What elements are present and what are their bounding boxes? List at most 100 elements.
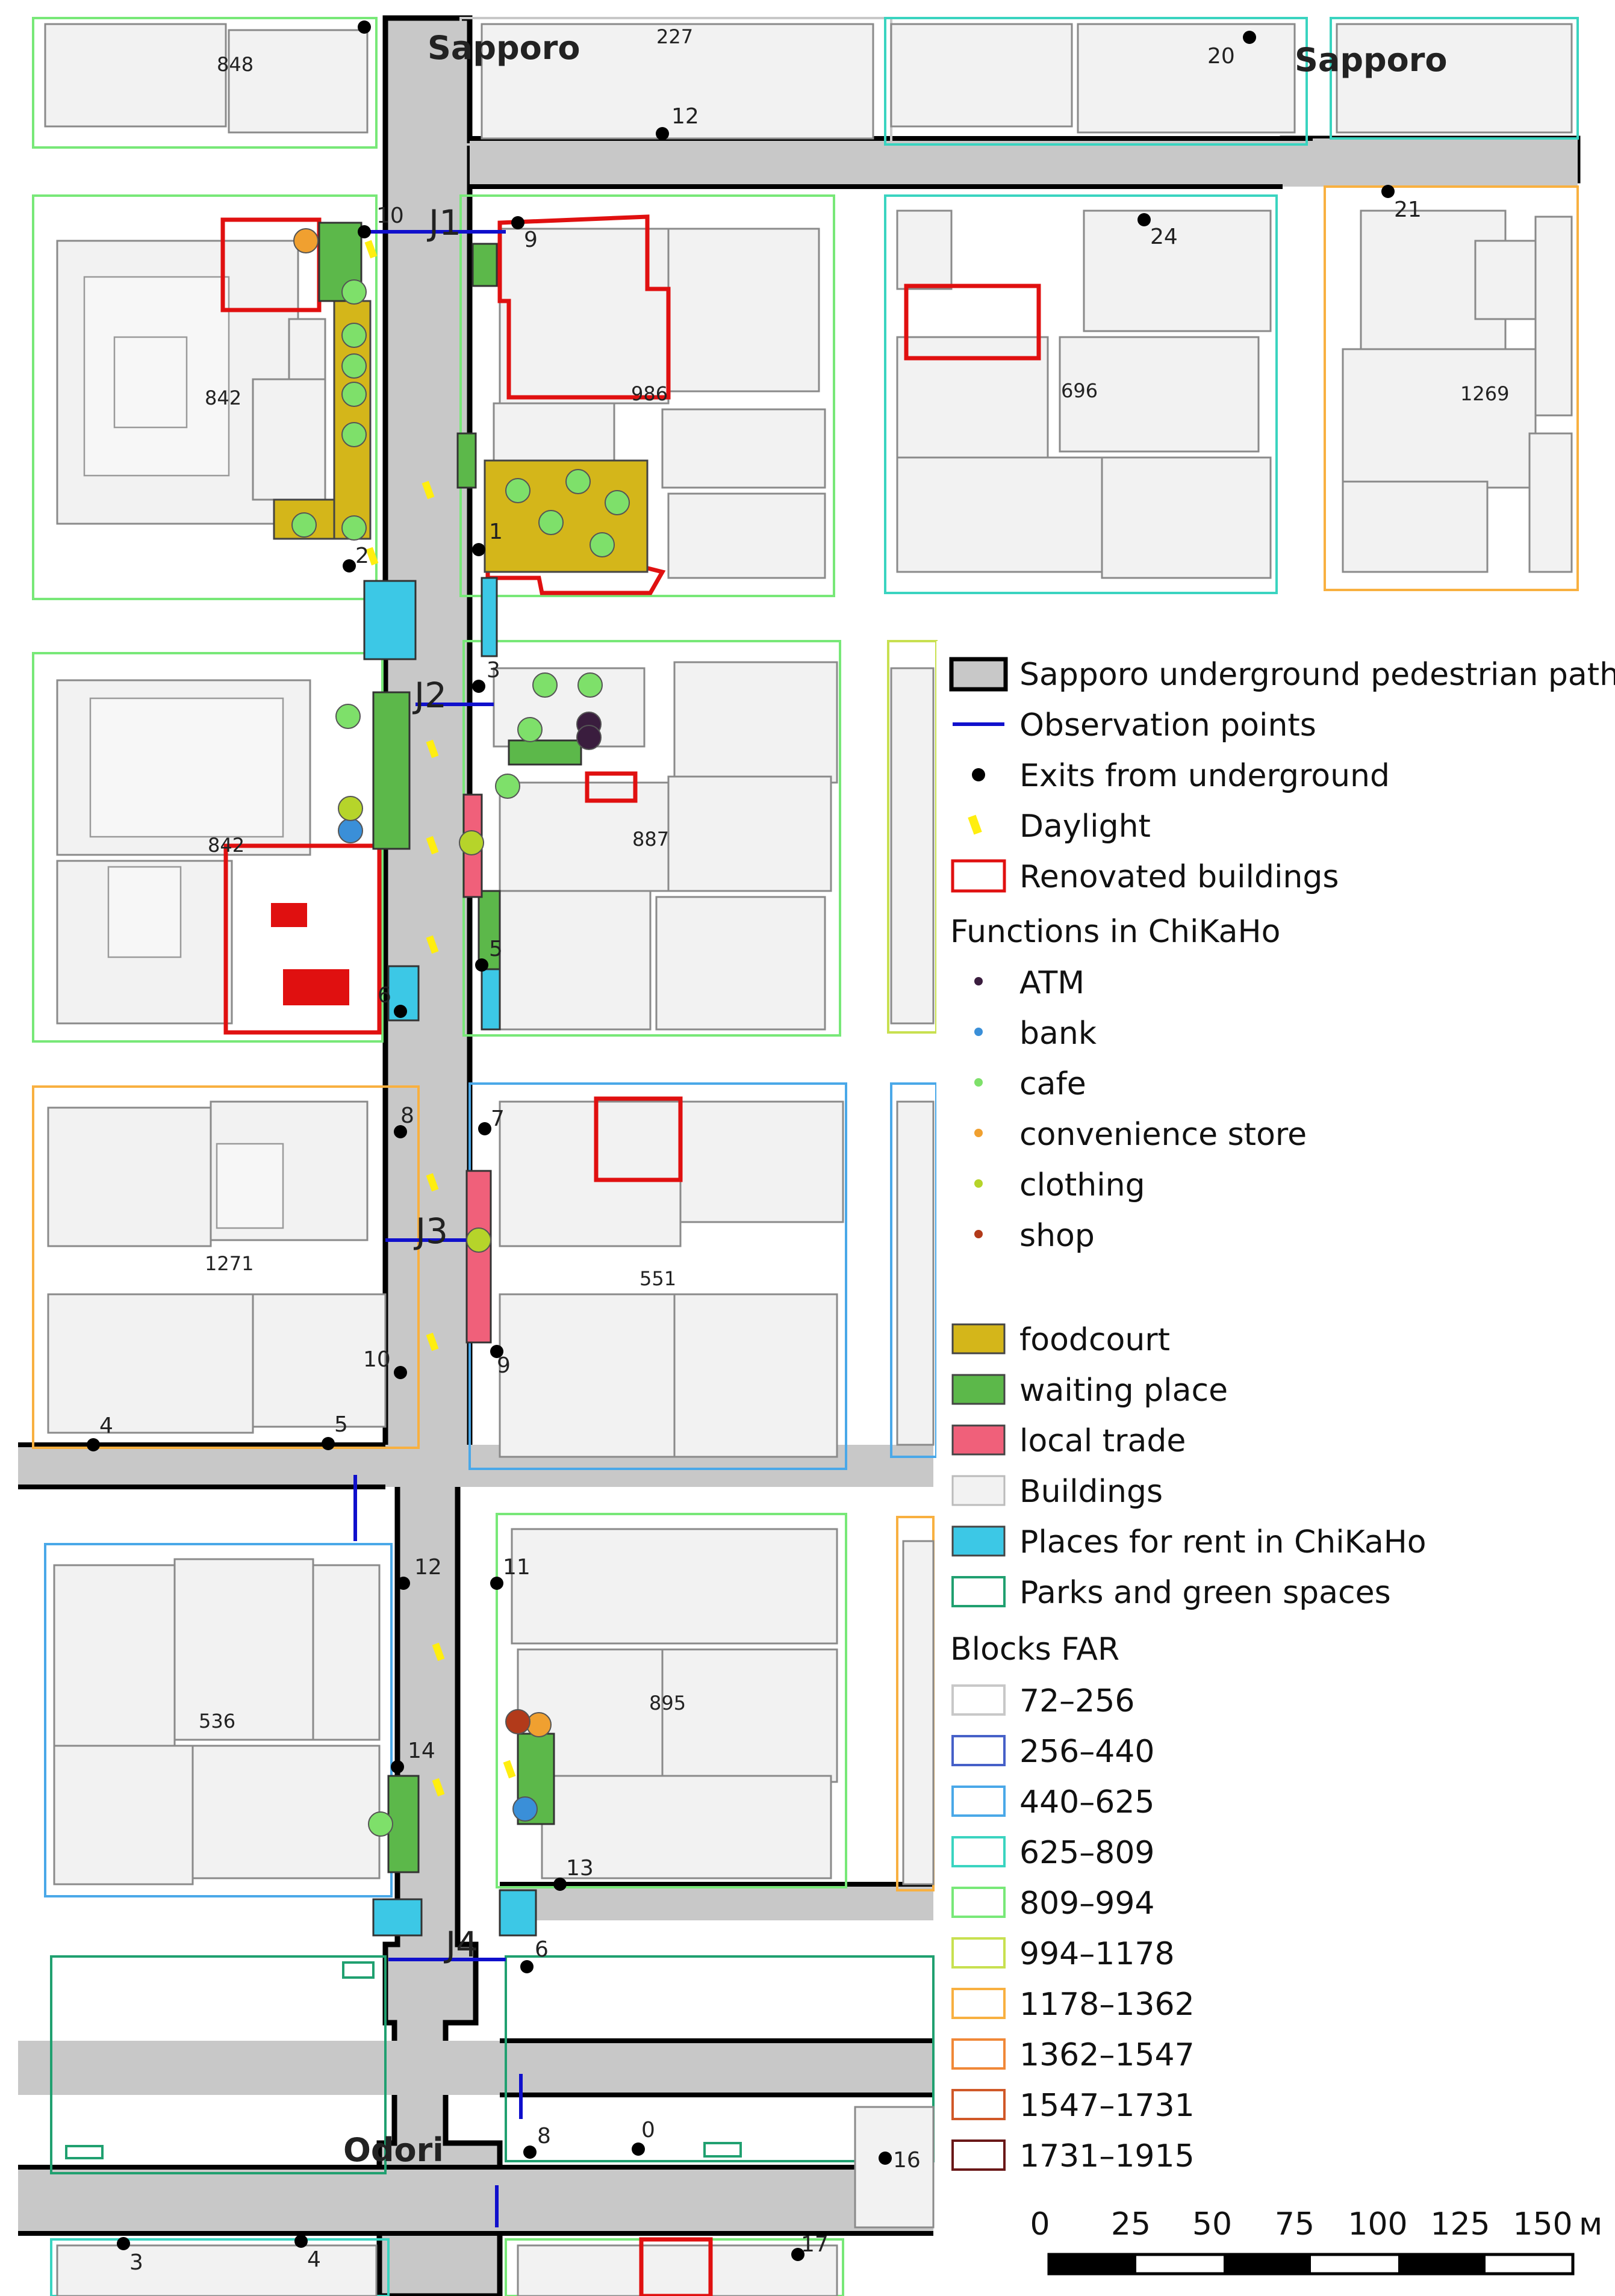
legend-functions-title: Functions in ChiKaHo [950, 914, 1280, 950]
far-label: 696 [1061, 379, 1098, 402]
exit-label: 24 [1150, 225, 1178, 249]
far-label: 842 [205, 386, 241, 409]
legend-swatch-buildings [951, 1475, 1006, 1506]
legend-function-cafe: cafe [1019, 1066, 1086, 1102]
scale-tick-2: 50 [1192, 2206, 1232, 2242]
legend-swatch-cafe [974, 1078, 983, 1087]
exit-label: 8 [400, 1103, 414, 1128]
exit-label: 20 [1207, 44, 1235, 69]
legend-swatch-waiting [951, 1374, 1006, 1405]
legend-swatch-clothing [974, 1179, 983, 1188]
exit-label: 6 [378, 983, 391, 1008]
legend-item-daylight: Daylight [1019, 808, 1151, 845]
exit-label: 13 [566, 1856, 594, 1881]
legend-swatch-far-9 [951, 2139, 1006, 2171]
exit-label: 10 [376, 203, 404, 228]
legend-area-rent: Places for rent in ChiKaHo [1019, 1524, 1427, 1560]
legend-swatch-far-3 [951, 1836, 1006, 1867]
junction-label-j4: J4 [444, 1924, 478, 1965]
legend-far-8: 1547–1731 [1019, 2088, 1195, 2124]
legend-far-6: 1178–1362 [1019, 1987, 1195, 2023]
far-labels: 848 227 842 986 696 1269 842 887 1271 55… [199, 25, 1509, 1733]
exit-label: 21 [1394, 197, 1422, 222]
exit-label: 12 [414, 1555, 442, 1580]
scale-bar: 0 25 50 75 100 125 150 м [1030, 2206, 1602, 2276]
exit-labels: 10 9 2 1 3 6 5 8 7 10 9 4 5 12 11 14 13 … [99, 44, 1422, 2275]
far-label: 551 [639, 1267, 676, 1290]
far-label: 227 [656, 25, 693, 48]
exit-label: 9 [524, 228, 538, 252]
far-label: 536 [199, 1710, 235, 1733]
legend-function-clothing: clothing [1019, 1167, 1145, 1203]
legend-swatch-local-trade [951, 1424, 1006, 1456]
legend: Sapporo underground pedestrian path Obse… [936, 641, 1615, 2296]
legend-area-foodcourt: foodcourt [1019, 1322, 1170, 1358]
scale-tick-4: 100 [1348, 2206, 1407, 2242]
legend-function-atm: ATM [1019, 965, 1084, 1001]
scale-tick-1: 25 [1111, 2206, 1151, 2242]
legend-swatch-foodcourt [951, 1323, 1006, 1354]
legend-item-observation: Observation points [1019, 707, 1316, 743]
exit-label: 12 [671, 104, 699, 129]
junction-label-j2: J2 [412, 675, 447, 716]
far-label: 986 [631, 382, 668, 405]
exit-label: 6 [535, 1937, 549, 1962]
legend-area-parks: Parks and green spaces [1019, 1575, 1391, 1611]
exit-label: 8 [537, 2124, 551, 2149]
street-label-sapporo-1: Sapporo [428, 29, 580, 67]
legend-swatch-far-4 [951, 1887, 1006, 1918]
far-label: 1271 [205, 1252, 254, 1275]
scale-tick-5: 125 [1430, 2206, 1490, 2242]
exit-label: 4 [99, 1413, 113, 1438]
legend-function-convenience: convenience store [1019, 1117, 1307, 1153]
street-label-sapporo-2: Sapporo [1295, 41, 1447, 79]
legend-swatch-far-1 [951, 1735, 1006, 1766]
far-label: 1269 [1460, 382, 1509, 405]
legend-item-path: Sapporo underground pedestrian path [1019, 657, 1615, 693]
legend-swatch-convenience [974, 1129, 983, 1137]
junction-label-j1: J1 [427, 202, 461, 243]
exit-label: 0 [641, 2118, 655, 2142]
street-label-odori: Odori [343, 2131, 444, 2169]
legend-far-1: 256–440 [1019, 1734, 1155, 1770]
legend-far-7: 1362–1547 [1019, 2037, 1195, 2073]
buildings [44, 23, 1573, 2296]
legend-far-5: 994–1178 [1019, 1936, 1175, 1972]
legend-area-local-trade: local trade [1019, 1423, 1186, 1459]
legend-swatch-bank [974, 1028, 983, 1036]
far-label: 887 [632, 828, 669, 851]
legend-far-title: Blocks FAR [950, 1631, 1119, 1668]
legend-far-4: 809–994 [1019, 1885, 1155, 1922]
exit-label: 9 [497, 1353, 511, 1378]
legend-item-exits: Exits from underground [1019, 758, 1390, 794]
parks [65, 1961, 742, 2159]
legend-far-3: 625–809 [1019, 1835, 1155, 1871]
exit-label: 7 [491, 1106, 505, 1131]
legend-far-2: 440–625 [1019, 1784, 1155, 1820]
exit-label: 1 [489, 520, 503, 544]
exit-points [87, 20, 1395, 2261]
legend-far-9: 1731–1915 [1019, 2138, 1195, 2174]
scale-unit: м [1579, 2206, 1602, 2242]
legend-item-renovated: Renovated buildings [1019, 859, 1339, 895]
renovated-detail [271, 903, 349, 1005]
legend-swatch-rent [951, 1525, 1006, 1557]
legend-swatch-far-2 [951, 1786, 1006, 1817]
legend-swatch-renovated [951, 859, 1006, 893]
legend-swatch-shop [974, 1230, 983, 1238]
legend-function-shop: shop [1019, 1218, 1095, 1254]
scale-tick-0: 0 [1030, 2206, 1050, 2242]
legend-swatch-far-8 [951, 2089, 1006, 2120]
exit-label: 3 [129, 2250, 143, 2275]
function-dots [291, 228, 630, 1837]
legend-swatch-atm [974, 977, 983, 985]
exit-label: 16 [893, 2148, 921, 2173]
far-label: 895 [649, 1692, 686, 1714]
legend-function-bank: bank [1019, 1016, 1097, 1052]
exit-label: 3 [487, 658, 500, 683]
legend-swatch-daylight [968, 814, 982, 835]
exit-label: 17 [801, 2232, 829, 2257]
exit-label: 4 [307, 2247, 321, 2272]
legend-area-waiting: waiting place [1019, 1373, 1228, 1409]
